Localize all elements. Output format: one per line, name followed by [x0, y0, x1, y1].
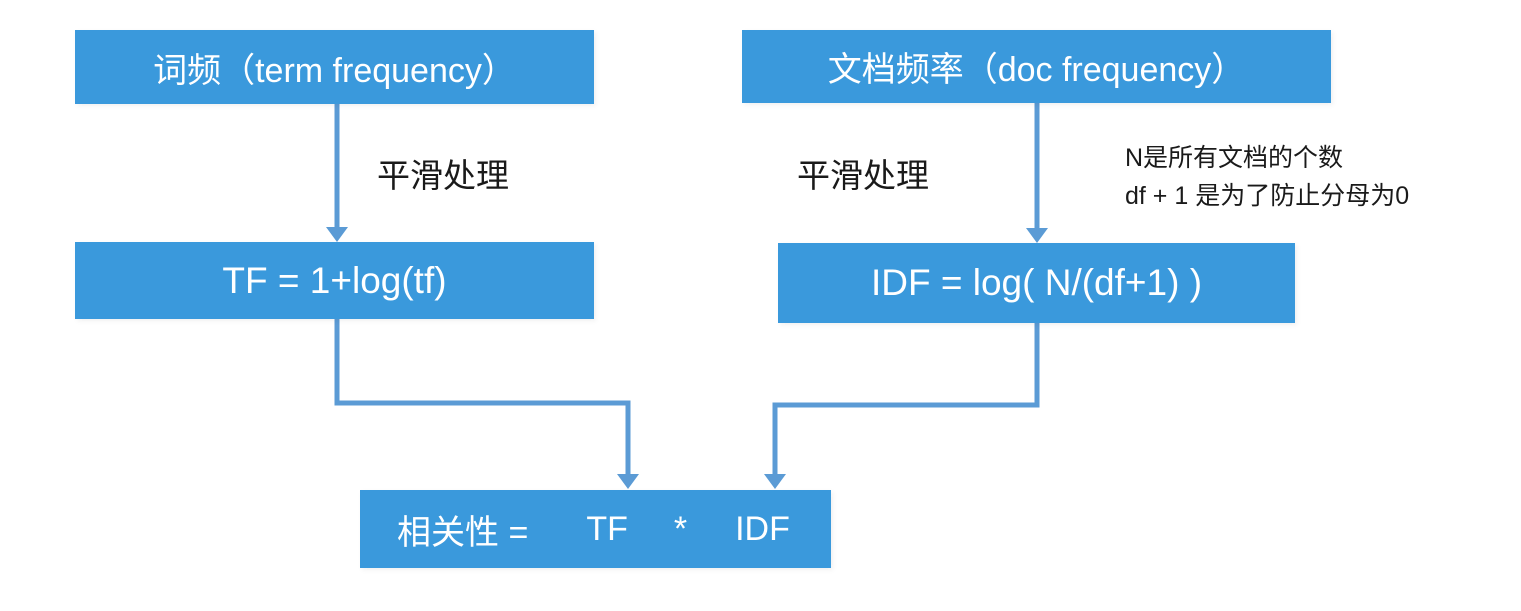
relevance-idf: IDF	[735, 509, 790, 548]
relevance-tf: TF	[586, 509, 628, 548]
relevance-operator: *	[673, 509, 688, 548]
box-idf-formula-label: IDF = log( N/(df+1) )	[870, 262, 1203, 303]
arrowhead-icon	[764, 474, 786, 489]
note-idf-explanation: N是所有文档的个数 df + 1 是为了防止分母为0	[1125, 139, 1409, 215]
connector-tf-to-relevance	[334, 319, 639, 489]
relevance-prefix: 相关性 =	[397, 513, 529, 552]
arrow-term-freq-to-tf	[326, 104, 348, 242]
box-tf-formula: TF = 1+log(tf)	[75, 242, 594, 319]
arrowhead-icon	[326, 227, 348, 242]
note-line2: df + 1 是为了防止分母为0	[1125, 182, 1410, 210]
box-tf-formula-label: TF = 1+log(tf)	[222, 259, 447, 301]
arrowhead-icon	[1026, 228, 1048, 243]
arrowhead-icon	[617, 474, 639, 489]
arrow-doc-freq-to-idf	[1026, 103, 1048, 243]
box-doc-frequency: 文档频率（doc frequency）	[742, 30, 1331, 103]
box-idf-formula: IDF = log( N/(df+1) )	[778, 243, 1295, 323]
label-smoothing-left: 平滑处理	[377, 157, 509, 194]
box-doc-frequency-label: 文档频率（doc frequency）	[827, 51, 1246, 89]
connector-idf-to-relevance	[764, 323, 1040, 489]
box-relevance: 相关性 = TF * IDF	[360, 490, 831, 568]
label-smoothing-right: 平滑处理	[797, 157, 929, 194]
note-line1: N是所有文档的个数	[1125, 144, 1344, 172]
box-term-frequency-label: 词频（term frequency）	[153, 51, 516, 90]
box-term-frequency: 词频（term frequency）	[75, 30, 594, 104]
